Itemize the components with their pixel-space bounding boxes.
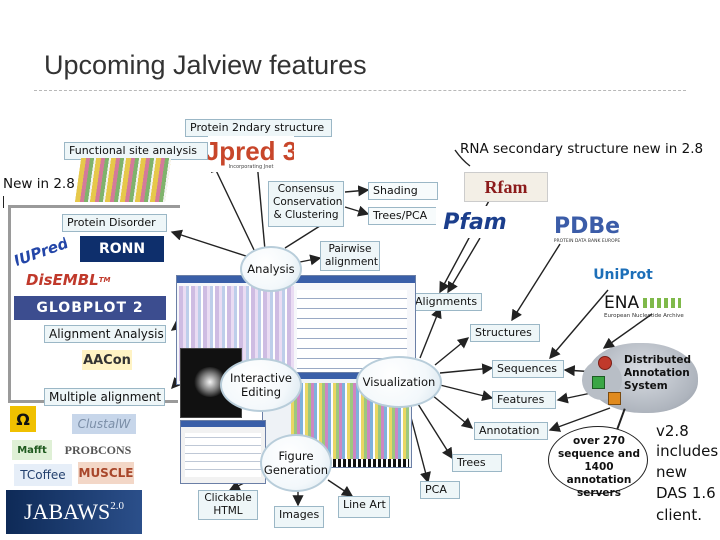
- tcoffee-logo: TCoffee: [14, 464, 72, 486]
- jabaws-logo-text: JABAWS: [24, 499, 111, 524]
- ronn-logo: RONN: [80, 236, 164, 262]
- label-annotation: Annotation: [474, 422, 548, 440]
- ena-wave-icon: [643, 298, 682, 308]
- new-in-28-bracket: [3, 196, 11, 208]
- ena-logo-sub: European Nucleotide Archive: [604, 313, 684, 319]
- v28-note-line4: DAS 1.6: [656, 484, 716, 502]
- jpred-logo: Jpred 3 Incorporating Jnet: [208, 136, 294, 172]
- new-features-box-top: [55, 205, 180, 208]
- v28-note-line1: v2.8: [656, 422, 689, 440]
- das-label: Distributed Annotation System: [624, 354, 692, 392]
- label-alignments: Alignments: [410, 293, 482, 311]
- clustal-omega-logo: Ω: [10, 406, 36, 432]
- new-in-28-note: New in 2.8: [3, 176, 75, 192]
- label-structures: Structures: [470, 324, 540, 342]
- pdbe-logo: PDBe PROTEIN DATA BANK EUROPE: [532, 212, 642, 246]
- jabaws-logo-version: 2.0: [110, 500, 124, 512]
- jpred-logo-text: Jpred 3: [208, 136, 294, 166]
- label-protein-2ary-structure: Protein 2ndary structure: [185, 119, 332, 137]
- label-consensus-conservation: Consensus Conservation & Clustering: [268, 181, 344, 227]
- title-divider: [34, 90, 686, 91]
- pdbe-logo-text: PDBe: [553, 213, 621, 239]
- das-node-green-icon: [592, 376, 605, 389]
- label-pca: PCA: [420, 481, 460, 499]
- disembl-logo-text: DisEMBL: [26, 271, 99, 289]
- pfam-logo: Pfam: [436, 206, 514, 238]
- clustalw-logo: ClustalW: [72, 414, 136, 434]
- das-servers-text: over 270 sequence and 1400 annotation se…: [557, 435, 641, 499]
- label-shading: Shading: [368, 182, 438, 200]
- label-images: Images: [274, 506, 324, 528]
- uniprot-logo: UniProt: [593, 267, 653, 283]
- jabaws-logo: JABAWS 2.0: [6, 490, 142, 534]
- v28-note-line5: client.: [656, 506, 702, 524]
- globplot-logo: GLOBPLOT 2: [14, 296, 166, 320]
- v28-note-line3: new: [656, 463, 688, 481]
- label-line-art: Line Art: [338, 496, 390, 518]
- bubble-visualization: Visualization: [356, 356, 442, 408]
- v28-note-line2: includes: [656, 442, 719, 460]
- pdbe-logo-sub: PROTEIN DATA BANK EUROPE: [553, 238, 621, 244]
- ena-logo: ENA European Nucleotide Archive: [604, 290, 700, 322]
- label-trees: Trees: [452, 454, 502, 472]
- probcons-logo: PROBCONS: [64, 442, 132, 457]
- ena-logo-text: ENA: [604, 293, 640, 313]
- rna-secondary-structure-note: RNA secondary structure new in 2.8: [460, 141, 704, 157]
- das-servers-callout: [548, 426, 648, 494]
- functional-site-mosaic-image: [74, 158, 172, 202]
- bubble-interactive-editing: Interactive Editing: [220, 358, 302, 412]
- disembl-logo: DisEMBL TM: [26, 268, 142, 292]
- das-node-red-icon: [598, 356, 612, 370]
- jalview-window-dialog: [180, 420, 266, 484]
- rfam-logo: Rfam: [464, 172, 548, 202]
- label-features: Features: [492, 391, 556, 409]
- disembl-logo-tm: TM: [98, 276, 111, 284]
- label-protein-disorder: Protein Disorder: [62, 214, 167, 232]
- das-node-orange-icon: [608, 392, 621, 405]
- slide-title: Upcoming Jalview features: [44, 50, 367, 80]
- muscle-logo: MUSCLE: [78, 462, 134, 484]
- label-trees-pca: Trees/PCA: [368, 207, 438, 225]
- jpred-logo-sub: Incorporating Jnet: [228, 164, 274, 170]
- bubble-figure-generation: Figure Generation: [260, 434, 332, 492]
- label-alignment-analysis: Alignment Analysis: [44, 325, 166, 343]
- mafft-logo: Mafft: [12, 440, 52, 460]
- label-pairwise-alignment: Pairwise alignment: [320, 241, 380, 271]
- label-multiple-alignment: Multiple alignment: [44, 388, 165, 406]
- bubble-analysis: Analysis: [240, 246, 302, 292]
- aacon-logo: AACon: [82, 350, 132, 370]
- label-clickable-html: Clickable HTML: [198, 490, 258, 520]
- jalview-window-structure: [180, 348, 242, 418]
- label-sequences: Sequences: [492, 360, 564, 378]
- rfam-logo-text: Rfam: [484, 176, 528, 197]
